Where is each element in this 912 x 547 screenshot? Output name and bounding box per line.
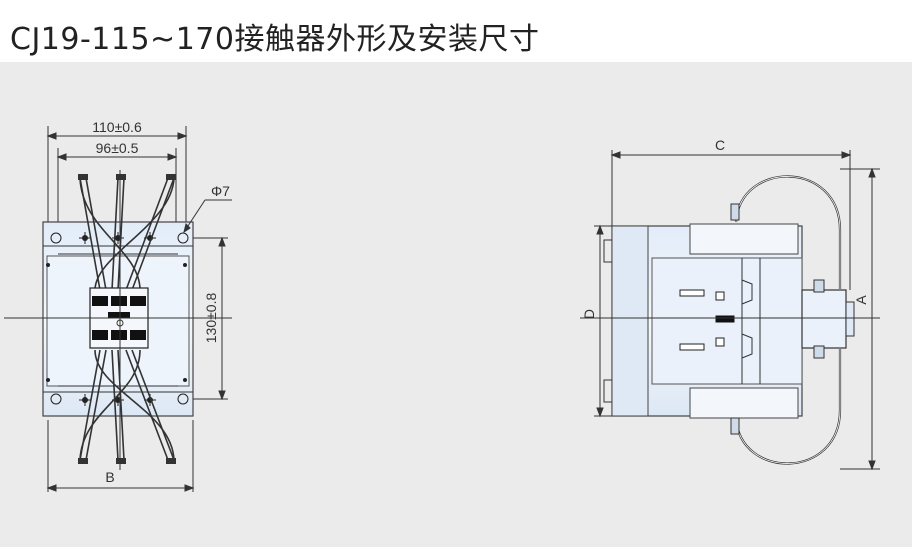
dim-width-inner: 96±0.5 xyxy=(96,140,139,156)
dim-a: A xyxy=(853,295,869,305)
dim-width-outer: 110±0.6 xyxy=(92,119,142,135)
dim-c: C xyxy=(715,137,725,153)
side-extension-lines xyxy=(580,150,880,470)
dim-d: D xyxy=(581,309,597,319)
page-title: CJ19-115~170接触器外形及安装尺寸 xyxy=(10,22,540,57)
front-dimensions xyxy=(46,132,232,492)
front-view xyxy=(42,126,194,492)
dim-hole-diameter: Φ7 xyxy=(211,183,230,199)
side-view xyxy=(603,175,855,465)
side-dimensions xyxy=(596,151,876,471)
dim-height: 130±0.8 xyxy=(203,293,219,344)
dim-b: B xyxy=(105,469,114,485)
